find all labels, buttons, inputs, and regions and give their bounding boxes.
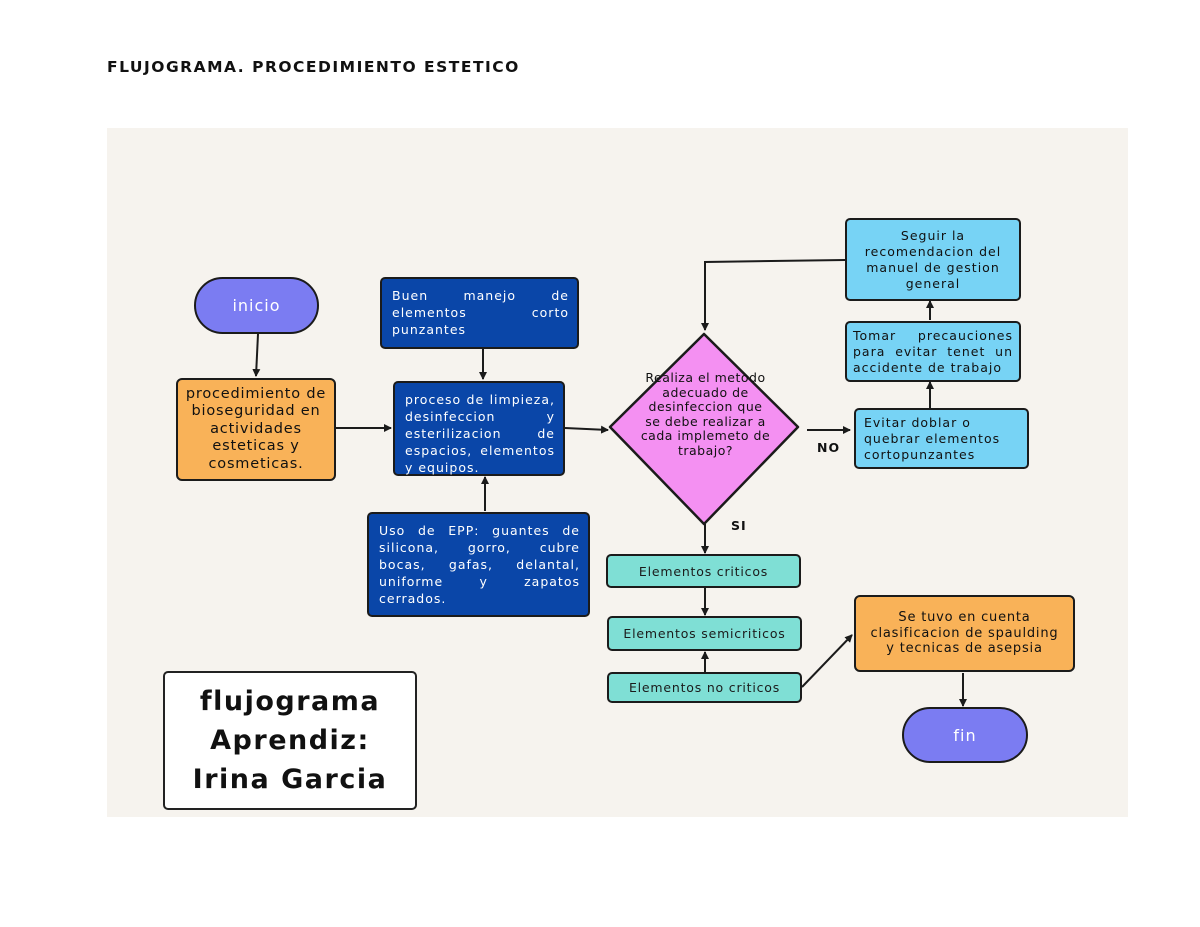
proceso-text: proceso de limpieza, desinfeccion y este…	[405, 392, 555, 475]
semicriticos-text: Elementos semicriticos	[623, 626, 786, 641]
credit-line-3: Irina Garcia	[192, 764, 388, 795]
tomar-text: Tomar precauciones para evitar tenet un …	[853, 327, 1013, 375]
end-terminal: fin	[902, 707, 1028, 763]
evitar-box: Evitar doblar o quebrar elementos cortop…	[854, 408, 1029, 469]
tomar-box: Tomar precauciones para evitar tenet un …	[845, 321, 1021, 382]
epp-text: Uso de EPP: guantes de silicona, gorro, …	[379, 523, 580, 606]
spaulding-box: Se tuvo en cuenta clasificacion de spaul…	[854, 595, 1075, 672]
credit-line-2: Aprendiz:	[210, 725, 370, 756]
flowchart-canvas: inicio fin procedimiento de bioseguridad…	[107, 128, 1128, 817]
semicriticos-box: Elementos semicriticos	[607, 616, 802, 651]
bioseguridad-text: procedimiento de bioseguridad en activid…	[185, 385, 327, 472]
bioseguridad-box: procedimiento de bioseguridad en activid…	[176, 378, 336, 481]
arrow-inicio-to-bioseguridad	[252, 333, 261, 377]
start-label: inicio	[232, 296, 281, 315]
flowchart-connectors	[252, 259, 967, 707]
epp-box: Uso de EPP: guantes de silicona, gorro, …	[367, 512, 590, 617]
edge-label-no: NO	[817, 440, 841, 455]
seguir-text: Seguir la recomendacion del manuel de ge…	[864, 227, 1002, 291]
credit-box: flujograma Aprendiz: Irina Garcia	[163, 671, 417, 810]
decision-text: Realiza el metodo adecuado de desinfecci…	[640, 370, 771, 458]
no-criticos-box: Elementos no criticos	[607, 672, 802, 703]
spaulding-text: Se tuvo en cuenta clasificacion de spaul…	[870, 610, 1059, 657]
no-criticos-text: Elementos no criticos	[628, 680, 781, 695]
criticos-text: Elementos criticos	[638, 563, 769, 579]
credit-line-1: flujograma	[199, 686, 381, 717]
edge-label-si: SI	[731, 518, 747, 533]
evitar-text: Evitar doblar o quebrar elementos cortop…	[864, 414, 1001, 462]
buen-manejo-text: Buen manejo de elementos corto punzantes	[392, 288, 569, 337]
criticos-box: Elementos criticos	[606, 554, 801, 588]
proceso-box: proceso de limpieza, desinfeccion y este…	[393, 381, 565, 476]
arrow-proceso-to-decision	[564, 425, 609, 434]
page-title: FLUJOGRAMA. PROCEDIMIENTO ESTETICO	[107, 58, 520, 76]
arrow-nocriticos-to-spaulding	[801, 634, 853, 688]
buen-manejo-box: Buen manejo de elementos corto punzantes	[380, 277, 579, 349]
start-terminal: inicio	[194, 277, 319, 334]
seguir-box: Seguir la recomendacion del manuel de ge…	[845, 218, 1021, 301]
end-label: fin	[953, 725, 977, 745]
arrow-seguir-to-decision	[701, 259, 846, 331]
